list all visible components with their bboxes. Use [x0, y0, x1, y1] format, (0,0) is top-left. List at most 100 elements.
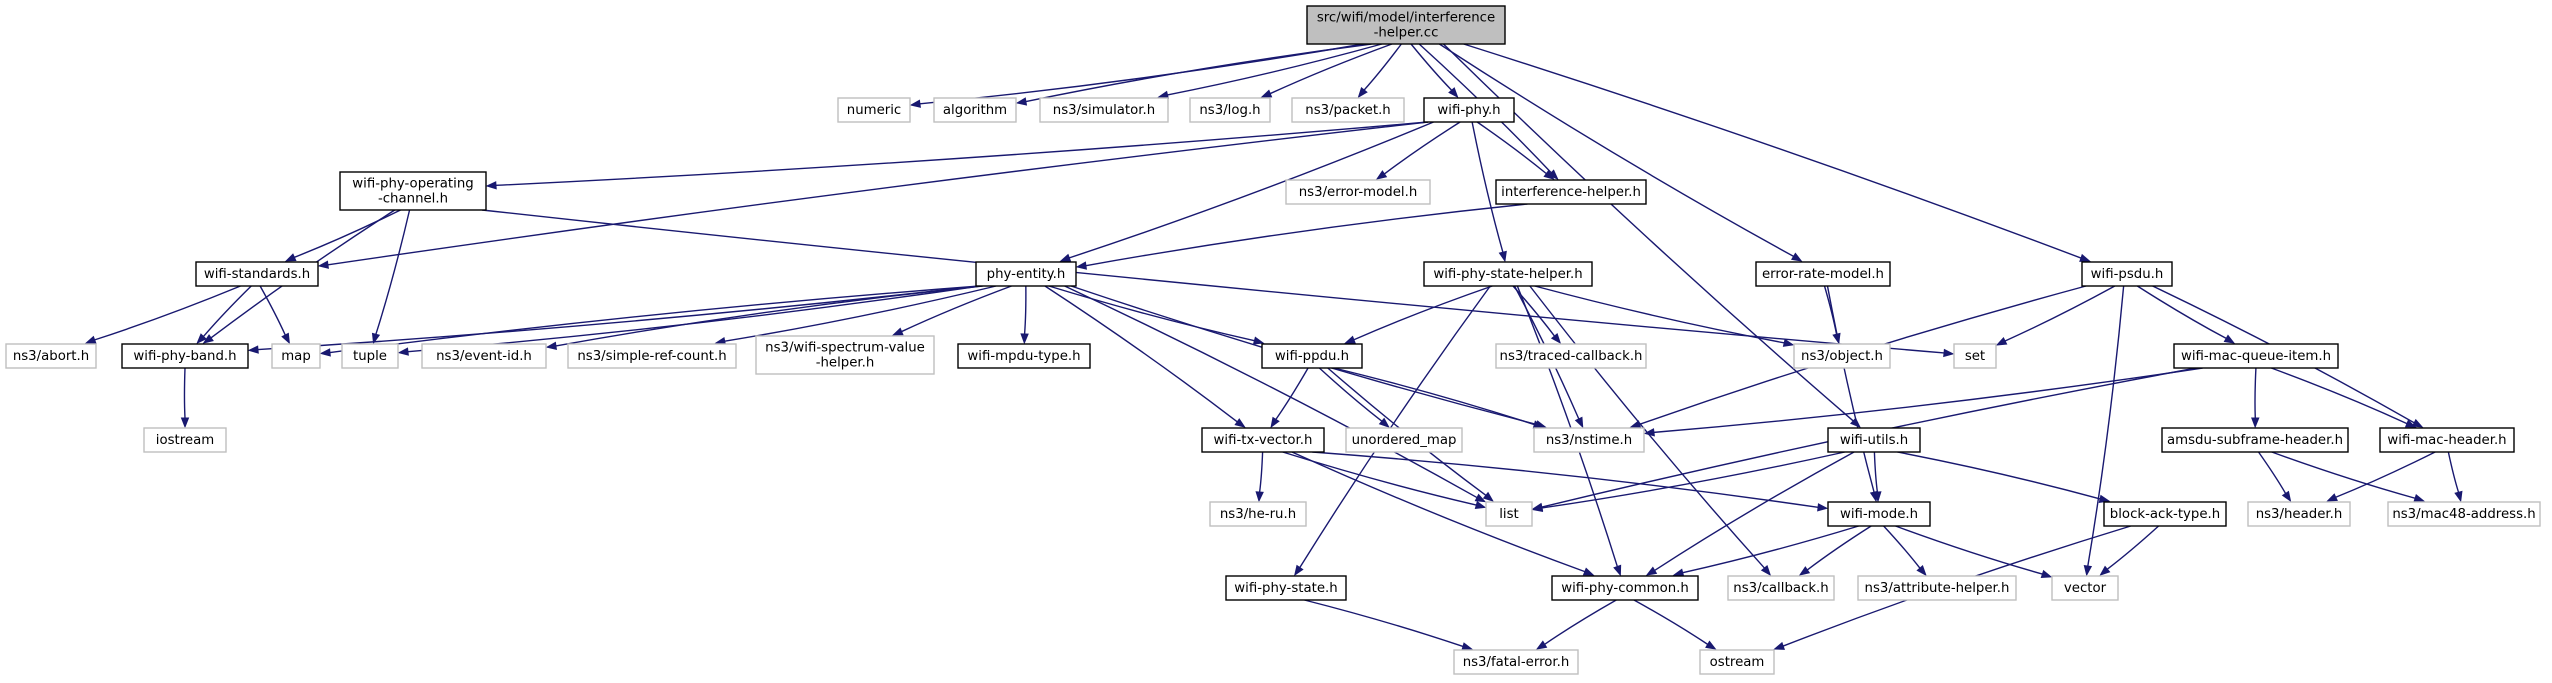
node-label-fatal-0: ns3/fatal-error.h	[1463, 655, 1570, 670]
node-blockack[interactable]: block-ack-type.h	[2103, 501, 2227, 527]
arrowhead-standards-to-abort	[84, 335, 97, 344]
node-macqueue[interactable]: wifi-mac-queue-item.h	[2173, 343, 2339, 369]
node-label-macheader-0: wifi-mac-header.h	[2387, 433, 2506, 448]
node-box-utils	[1827, 427, 1921, 453]
arrowhead-mode-to-common	[1672, 568, 1685, 577]
edge-mode-to-callback	[1806, 525, 1872, 571]
node-set: set	[1953, 343, 1997, 369]
arrowhead-mode-to-attribute	[1916, 565, 1927, 577]
node-opchan[interactable]: wifi-phy-operating-channel.h	[339, 171, 487, 211]
arrowhead-common-to-fatal	[1535, 640, 1548, 650]
node-label-map-0: map	[281, 349, 311, 364]
node-box-heru	[1209, 501, 1307, 527]
arrowhead-phyentity-to-txvector	[1234, 418, 1246, 428]
node-map: map	[271, 343, 321, 369]
node-box-amsdu	[2161, 427, 2349, 453]
node-packet: ns3/packet.h	[1291, 97, 1405, 123]
node-mpdutype[interactable]: wifi-mpdu-type.h	[957, 343, 1091, 369]
arrowhead-wifiphy-to-phyentity	[1059, 253, 1072, 262]
node-label-nstime-0: ns3/nstime.h	[1546, 433, 1632, 448]
node-txvector[interactable]: wifi-tx-vector.h	[1201, 427, 1325, 453]
node-label-tuple-0: tuple	[353, 349, 387, 364]
node-label-callback-0: ns3/callback.h	[1733, 581, 1828, 596]
arrowhead-mode-to-vector	[2040, 569, 2053, 578]
node-label-iostream-0: iostream	[156, 433, 214, 448]
edge-wifiphy-to-errormodel	[1383, 121, 1461, 175]
arrowhead-standards-to-band	[196, 333, 207, 345]
node-abort: ns3/abort.h	[5, 343, 97, 369]
node-wifiphy[interactable]: wifi-phy.h	[1423, 97, 1515, 123]
node-mac48: ns3/mac48-address.h	[2387, 501, 2541, 527]
node-label-phyentity-0: phy-entity.h	[987, 267, 1066, 282]
node-root[interactable]: src/wifi/model/interference-helper.cc	[1306, 5, 1506, 45]
node-label-list-0: list	[1499, 507, 1519, 522]
node-ostream: ostream	[1699, 649, 1775, 675]
edge-amsdu-to-mac48	[2271, 451, 2416, 499]
edge-macqueue-to-nstime	[1653, 367, 2203, 434]
edge-statehelper-to-ppdu	[1353, 285, 1493, 341]
edge-root-to-psdu	[1463, 43, 2082, 259]
node-phystate[interactable]: wifi-phy-state.h	[1225, 575, 1347, 601]
node-vector: vector	[2051, 575, 2119, 601]
arrowhead-root-to-errorrate	[1790, 252, 1803, 262]
node-errorrate[interactable]: error-rate-model.h	[1755, 261, 1891, 287]
node-box-simulator	[1039, 97, 1169, 123]
arrowhead-ppdu-to-list	[1482, 491, 1494, 502]
edge-common-to-ostream	[1633, 599, 1709, 645]
arrowhead-blockack-to-vector	[2099, 565, 2111, 576]
node-label-object-0: ns3/object.h	[1801, 349, 1883, 364]
node-box-list	[1485, 501, 1533, 527]
arrowhead-opchan-to-tuple	[371, 332, 381, 345]
arrowhead-utils-to-common	[1645, 566, 1658, 576]
node-phyentity[interactable]: phy-entity.h	[975, 261, 1077, 287]
node-ppdu[interactable]: wifi-ppdu.h	[1261, 343, 1363, 369]
edge-utils-to-common	[1654, 451, 1855, 571]
arrowhead-psdu-to-set	[1995, 336, 2008, 346]
node-box-simpleref	[567, 343, 737, 369]
arrowhead-wifiphy-to-statehelper	[1498, 250, 1507, 263]
node-utils[interactable]: wifi-utils.h	[1827, 427, 1921, 453]
edge-mode-to-common	[1682, 525, 1859, 574]
node-label-spectrum-0: ns3/wifi-spectrum-value	[765, 341, 925, 356]
node-interference[interactable]: interference-helper.h	[1495, 179, 1647, 205]
node-box-phyentity	[975, 261, 1077, 287]
node-band[interactable]: wifi-phy-band.h	[121, 343, 249, 369]
edge-utils-to-mode	[1873, 451, 1879, 493]
edge-wifiphy-to-statehelper	[1471, 121, 1504, 253]
node-mode[interactable]: wifi-mode.h	[1827, 501, 1931, 527]
edge-statehelper-to-object	[1534, 285, 1785, 344]
arrowhead-macqueue-to-amsdu	[2251, 417, 2260, 429]
node-psdu[interactable]: wifi-psdu.h	[2081, 261, 2173, 287]
node-label-eventid-0: ns3/event-id.h	[436, 349, 532, 364]
arrowhead-root-to-log	[1260, 89, 1273, 98]
node-amsdu[interactable]: amsdu-subframe-header.h	[2161, 427, 2349, 453]
edge-statehelper-to-callback	[1529, 285, 1765, 569]
edge-band-to-iostream	[183, 367, 186, 419]
node-label-simpleref-0: ns3/simple-ref-count.h	[577, 349, 726, 364]
node-label-algorithm-0: algorithm	[943, 103, 1007, 118]
node-label-statehelper-0: wifi-phy-state-helper.h	[1433, 267, 1582, 282]
node-standards[interactable]: wifi-standards.h	[195, 261, 319, 287]
arrowhead-phyentity-to-mpdutype	[1020, 333, 1029, 345]
node-box-set	[1953, 343, 1997, 369]
node-statehelper[interactable]: wifi-phy-state-helper.h	[1423, 261, 1593, 287]
arrowhead-phyentity-to-band	[247, 345, 259, 354]
arrowhead-psdu-to-nstime	[1629, 420, 1642, 429]
edge-standards-to-map	[259, 285, 286, 336]
node-macheader[interactable]: wifi-mac-header.h	[2379, 427, 2515, 453]
node-simpleref: ns3/simple-ref-count.h	[567, 343, 737, 369]
node-box-ostream	[1699, 649, 1775, 675]
node-label-simulator-0: ns3/simulator.h	[1053, 103, 1155, 118]
node-label-set-0: set	[1965, 349, 1985, 364]
edge-phyentity-to-spectrum	[901, 285, 1012, 333]
node-algorithm: algorithm	[933, 97, 1017, 123]
node-callback: ns3/callback.h	[1727, 575, 1835, 601]
arrowhead-txvector-to-mode	[1817, 503, 1829, 512]
node-common[interactable]: wifi-phy-common.h	[1551, 575, 1699, 601]
arrowhead-standards-to-map	[281, 332, 290, 345]
arrowhead-phyentity-to-tuple	[397, 347, 409, 356]
edge-wifiphy-to-interference	[1476, 121, 1547, 175]
edge-root-to-simulator	[1167, 43, 1383, 96]
arrowhead-phyentity-to-list	[1474, 493, 1487, 503]
edge-errorrate-to-mode	[1826, 285, 1875, 493]
